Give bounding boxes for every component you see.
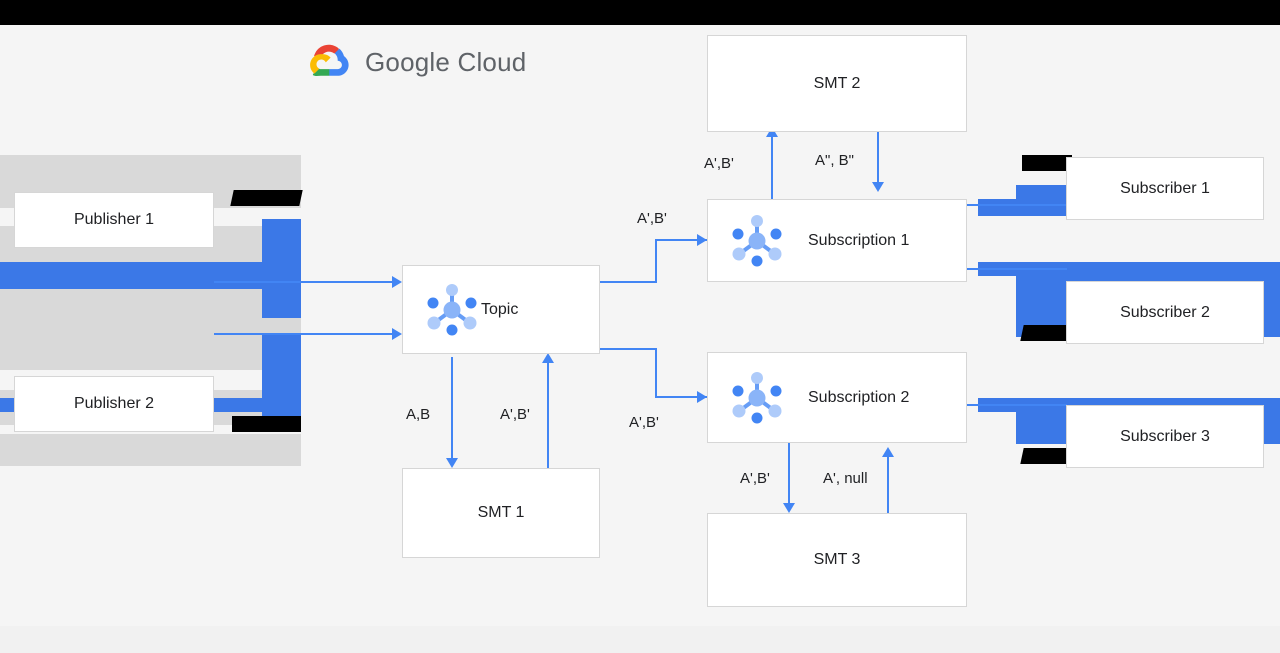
redaction-blue-left-3 bbox=[262, 333, 301, 432]
node-topic[interactable]: Topic bbox=[402, 265, 600, 354]
top-redaction-bar bbox=[0, 0, 1280, 25]
edge-label-sub2-smt3: A',B' bbox=[740, 470, 770, 487]
arrowhead-topic-smt1 bbox=[446, 458, 458, 468]
edge-smt3-to-sub2 bbox=[887, 455, 889, 517]
node-label-topic: Topic bbox=[481, 300, 519, 318]
node-subscriber-1[interactable]: Subscriber 1 bbox=[1066, 157, 1264, 220]
edge-smt1-to-topic bbox=[547, 361, 549, 472]
node-subscription-2[interactable]: Subscription 2 bbox=[707, 352, 967, 443]
google-cloud-logo: Google Cloud bbox=[309, 42, 526, 83]
pubsub-hub-spoke-icon bbox=[726, 212, 788, 270]
redaction-black-left-1 bbox=[230, 190, 303, 206]
edge-sub1-to-subscriber1 bbox=[967, 204, 1067, 206]
edge-publisher2-to-topic bbox=[214, 333, 392, 335]
arrowhead-publisher2-topic bbox=[392, 328, 402, 340]
redaction-black-left-2 bbox=[232, 416, 301, 432]
node-label-publisher-2: Publisher 2 bbox=[73, 395, 155, 412]
edge-topic-sub2-seg2 bbox=[655, 348, 657, 397]
node-label-subscriber-1: Subscriber 1 bbox=[1120, 179, 1210, 197]
node-subscriber-2[interactable]: Subscriber 2 bbox=[1066, 281, 1264, 344]
node-label-publisher-1: Publisher 1 bbox=[73, 211, 155, 228]
node-label-subscription-1: Subscription 1 bbox=[808, 231, 910, 249]
edge-label-topic-sub1: A',B' bbox=[637, 210, 667, 227]
node-label-subscriber-3: Subscriber 3 bbox=[1120, 427, 1210, 445]
edge-topic-sub2-seg3 bbox=[655, 396, 707, 398]
edge-sub2-to-smt3 bbox=[788, 441, 790, 507]
node-publisher-1[interactable]: Publisher 1 bbox=[14, 192, 214, 248]
edge-topic-sub1-seg1 bbox=[600, 281, 657, 283]
redaction-blue-right-4 bbox=[978, 262, 1280, 276]
logo-word-google: Google bbox=[365, 47, 451, 77]
edge-label-topic-smt1: A,B bbox=[406, 406, 431, 423]
pubsub-hub-spoke-icon bbox=[421, 281, 483, 339]
google-cloud-logo-icon bbox=[309, 42, 353, 83]
edge-publisher1-to-topic bbox=[214, 281, 392, 283]
arrowhead-topic-sub1 bbox=[697, 234, 707, 246]
arrowhead-sub2-smt3 bbox=[783, 503, 795, 513]
arrowhead-topic-sub2 bbox=[697, 391, 707, 403]
node-label-smt-2: SMT 2 bbox=[813, 74, 861, 92]
edge-label-smt1-topic: A',B' bbox=[500, 406, 530, 423]
node-subscriber-3[interactable]: Subscriber 3 bbox=[1066, 405, 1264, 468]
edge-topic-sub2-seg1 bbox=[600, 348, 657, 350]
redaction-blue-left-2 bbox=[0, 262, 301, 289]
arrowhead-smt1-topic bbox=[542, 353, 554, 363]
arrowhead-publisher1-topic bbox=[392, 276, 402, 288]
logo-word-cloud: Cloud bbox=[457, 47, 527, 77]
edge-label-smt2-sub1: A", B" bbox=[815, 152, 854, 169]
node-label-subscription-2: Subscription 2 bbox=[808, 388, 910, 406]
node-label-smt-1: SMT 1 bbox=[477, 504, 525, 521]
node-smt-3[interactable]: SMT 3 bbox=[707, 513, 967, 607]
edge-label-sub1-smt2: A',B' bbox=[704, 155, 734, 172]
edge-sub2-to-subscriber3 bbox=[967, 404, 1067, 406]
arrowhead-smt2-sub1 bbox=[872, 182, 884, 192]
arrowhead-smt3-sub2 bbox=[882, 447, 894, 457]
edge-topic-to-smt1 bbox=[451, 357, 453, 462]
edge-topic-sub1-seg3 bbox=[655, 239, 707, 241]
arrowhead-sub1-smt2 bbox=[766, 127, 778, 137]
obscured-band-5 bbox=[0, 434, 301, 466]
pubsub-hub-spoke-icon bbox=[726, 369, 788, 427]
google-cloud-wordmark: Google Cloud bbox=[365, 47, 526, 78]
bottom-strip bbox=[0, 626, 1280, 653]
edge-label-topic-sub2: A',B' bbox=[629, 414, 659, 431]
edge-sub1-to-subscriber2 bbox=[967, 268, 1067, 270]
obscured-band-3 bbox=[0, 285, 301, 370]
node-smt-1[interactable]: SMT 1 bbox=[402, 468, 600, 558]
node-label-subscriber-2: Subscriber 2 bbox=[1120, 303, 1210, 321]
node-smt-2[interactable]: SMT 2 bbox=[707, 35, 967, 132]
edge-smt2-to-sub1 bbox=[877, 132, 879, 186]
redaction-black-right-1 bbox=[1022, 155, 1072, 171]
node-subscription-1[interactable]: Subscription 1 bbox=[707, 199, 967, 282]
node-label-smt-3: SMT 3 bbox=[813, 551, 861, 568]
redaction-blue-right-2 bbox=[978, 199, 1078, 216]
edge-sub1-to-smt2 bbox=[771, 136, 773, 200]
edge-label-smt3-sub2: A', null bbox=[823, 470, 868, 487]
edge-topic-sub1-seg2 bbox=[655, 240, 657, 282]
node-publisher-2[interactable]: Publisher 2 bbox=[14, 376, 214, 432]
